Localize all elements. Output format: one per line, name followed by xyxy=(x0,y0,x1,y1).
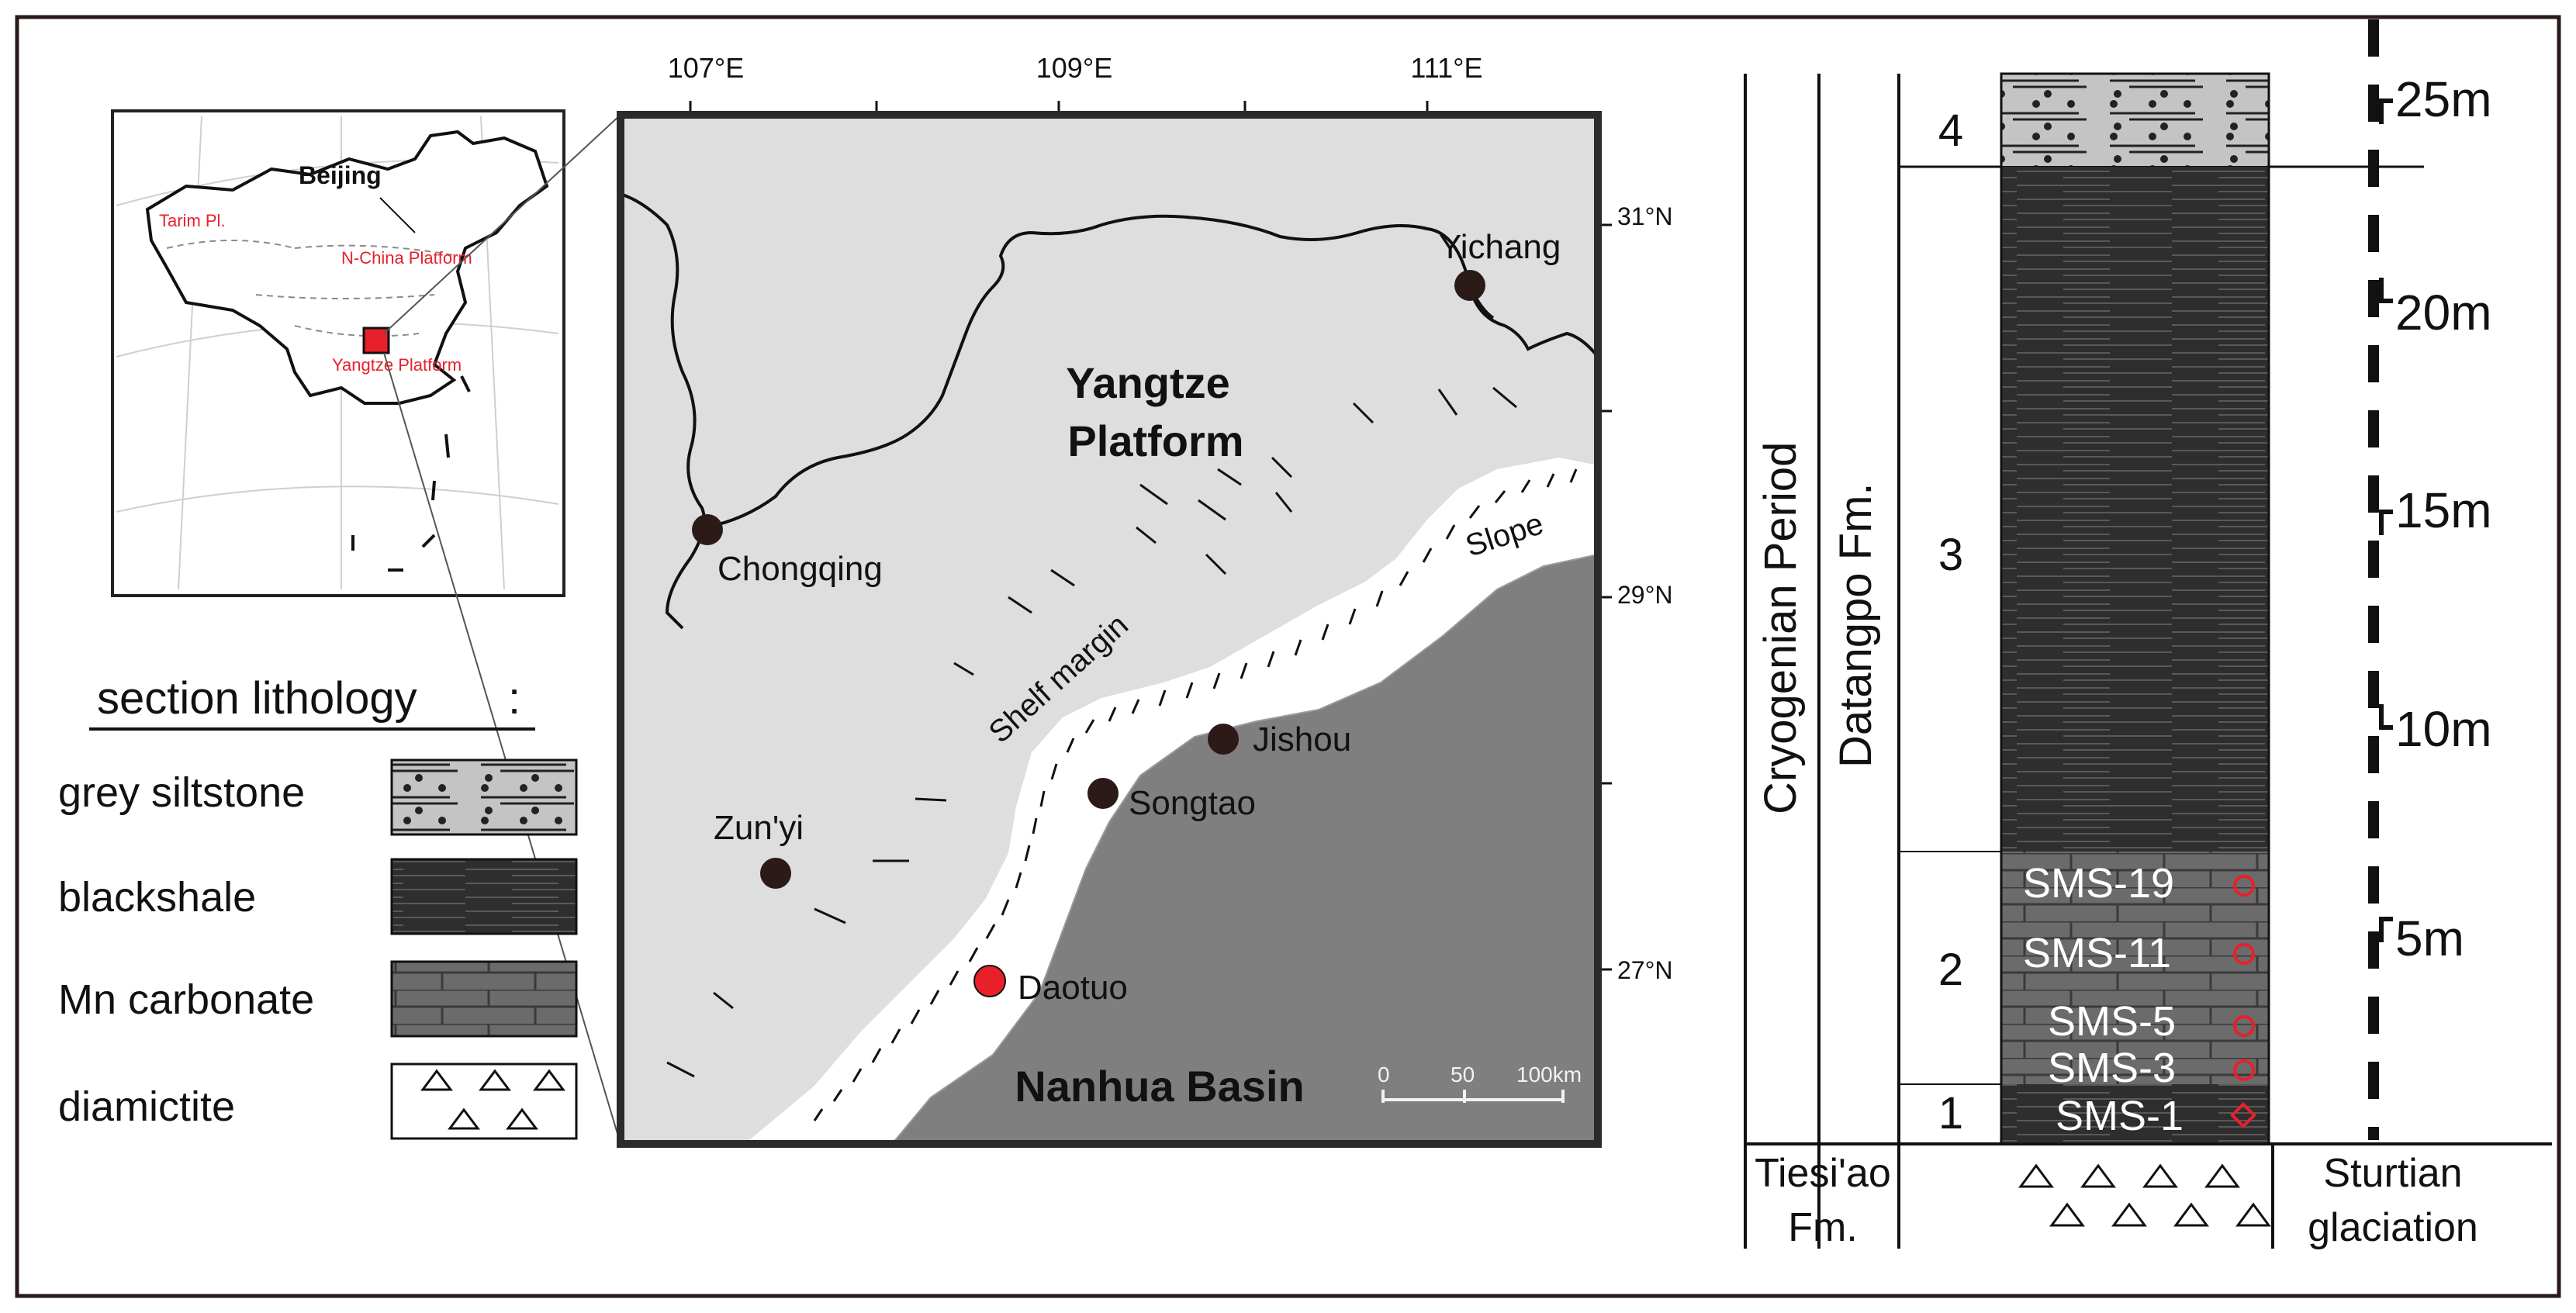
city-marker-daotuo xyxy=(973,965,1006,997)
column-frame xyxy=(1744,74,2552,1249)
sample-marker-sms3 xyxy=(2233,1059,2255,1081)
depth-tick-25m: 25m xyxy=(2395,71,2492,127)
sample-marker-sms1 xyxy=(2230,1102,2256,1128)
base-diamictite-triangles xyxy=(2018,1163,2271,1227)
city-label-songtao: Songtao xyxy=(1129,784,1256,822)
member-4: 4 xyxy=(1938,105,1963,156)
unit3-shale xyxy=(2001,167,2269,852)
legend-swatch-siltstone xyxy=(390,758,578,836)
depth-tick-15m: 15m xyxy=(2395,482,2492,538)
formation-label: Datangpo Fm. xyxy=(1831,482,1881,768)
inset-province-lines xyxy=(166,240,458,337)
map-frame xyxy=(617,111,1602,1148)
stratigraphic-column: Cryogenian Period Datangpo Fm. 4 3 2 1 S… xyxy=(1744,19,2552,1250)
base-formation-line1: Tiesi'ao xyxy=(1755,1151,1891,1196)
glaciation-line2: glaciation xyxy=(2308,1205,2478,1250)
city-marker-zunyi xyxy=(760,858,791,889)
legend-swatch-shale xyxy=(390,858,578,935)
lat-tick-29: 29°N xyxy=(1617,581,1673,609)
sample-marker-sms11 xyxy=(2233,943,2255,965)
beijing-leader xyxy=(379,197,416,233)
sample-label-sms1: SMS-1 xyxy=(2056,1093,2184,1139)
city-marker-jishou xyxy=(1208,724,1239,755)
lat-tick-31: 31°N xyxy=(1617,202,1673,230)
nanhua-basin xyxy=(890,553,1598,1144)
inset-map: Beijing Tarim Pl. N-China Platform Yangt… xyxy=(111,109,621,1145)
legend-swatch-diamictite xyxy=(390,1062,578,1140)
inset-region-nchina: N-China Platform xyxy=(341,248,472,268)
column-outline xyxy=(2000,72,2270,1145)
unit2-carbonate xyxy=(2001,852,2269,1084)
period-label: Cryogenian Period xyxy=(1755,442,1806,814)
lon-tick-109: 109°E xyxy=(1036,52,1112,84)
platform-label-line1: Yangtze xyxy=(1066,358,1230,407)
scale-bar: 0 50 100km xyxy=(1378,1062,1582,1103)
legend-label-siltstone: grey siltstone xyxy=(58,769,305,816)
city-marker-songtao xyxy=(1087,778,1119,809)
city-label-yichang: Yichang xyxy=(1439,228,1561,266)
sample-marker-sms5 xyxy=(2233,1015,2255,1037)
base-formation-line2: Fm. xyxy=(1788,1205,1858,1250)
unit4-siltstone xyxy=(2000,73,2270,168)
connector-bottom xyxy=(383,352,621,1145)
member-3: 3 xyxy=(1938,530,1963,580)
lithology-legend: section lithology : grey siltstone black… xyxy=(58,673,578,1140)
lon-tick-107: 107°E xyxy=(668,52,744,84)
scale-tick-100: 100km xyxy=(1516,1062,1582,1087)
china-outline xyxy=(145,130,549,405)
city-label-jishou: Jishou xyxy=(1253,720,1351,758)
legend-title-colon: : xyxy=(508,673,520,724)
legend-label-diamictite: diamictite xyxy=(58,1083,235,1130)
legend-diamictite-triangles xyxy=(420,1069,565,1130)
map-frame-ticks xyxy=(689,101,1612,971)
scale-tick-0: 0 xyxy=(1378,1062,1390,1087)
city-label-zunyi: Zun'yi xyxy=(714,809,804,847)
lat-tick-27: 27°N xyxy=(1617,956,1673,984)
platform-dashes xyxy=(666,386,1517,1078)
glaciation-line1: Sturtian xyxy=(2323,1151,2462,1196)
city-label-chongqing: Chongqing xyxy=(717,550,883,588)
legend-swatch-carbonate xyxy=(390,960,578,1038)
regional-map: 107°E 109°E 111°E xyxy=(617,52,1673,1148)
city-marker-yichang xyxy=(1454,270,1485,301)
inset-region-tarim: Tarim Pl. xyxy=(159,211,226,230)
depth-tick-20m: 20m xyxy=(2395,285,2492,340)
city-marker-chongqing xyxy=(692,514,723,545)
platform-label-line2: Platform xyxy=(1067,416,1243,465)
sample-label-sms5: SMS-5 xyxy=(2048,998,2176,1045)
slope-hatching xyxy=(813,468,1578,1121)
legend-label-shale: blackshale xyxy=(58,874,256,921)
basin-label: Nanhua Basin xyxy=(1015,1062,1304,1111)
scale-tick-50: 50 xyxy=(1451,1062,1475,1087)
sample-marker-sms19 xyxy=(2233,875,2255,897)
legend-title: section lithology xyxy=(97,673,417,724)
depth-tick-10m: 10m xyxy=(2395,701,2492,757)
connector-top xyxy=(383,114,621,334)
sample-label-sms11: SMS-11 xyxy=(2023,930,2171,976)
member-1: 1 xyxy=(1938,1088,1963,1139)
depth-tick-marks xyxy=(2379,98,2393,942)
inset-capital-label: Beijing xyxy=(299,161,382,189)
sample-label-sms3: SMS-3 xyxy=(2048,1045,2176,1091)
depth-tick-5m: 5m xyxy=(2395,910,2464,966)
member-2: 2 xyxy=(1938,945,1963,995)
unit1-shale xyxy=(2001,1084,2269,1144)
legend-label-carbonate: Mn carbonate xyxy=(58,976,314,1023)
lon-tick-111: 111°E xyxy=(1410,52,1482,84)
inset-region-yangtze: Yangtze Platform xyxy=(332,355,462,375)
city-label-daotuo: Daotuo xyxy=(1018,969,1128,1007)
inset-islands xyxy=(351,375,471,572)
sample-label-sms19: SMS-19 xyxy=(2023,860,2174,907)
